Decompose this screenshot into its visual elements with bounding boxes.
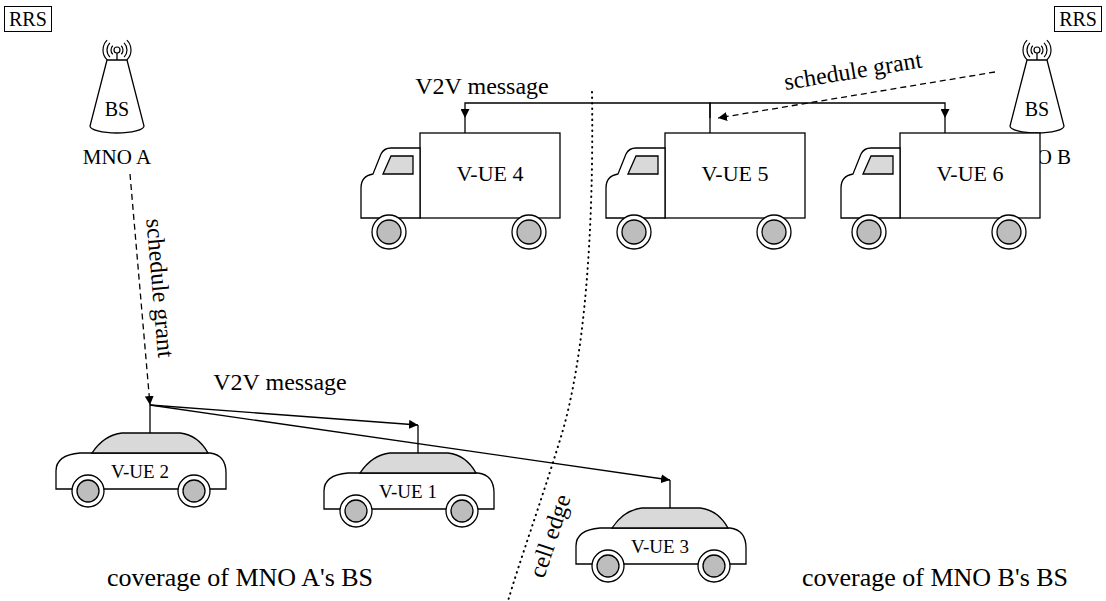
vehicle-car-shape bbox=[50, 405, 230, 513]
radio-wave bbox=[124, 43, 127, 57]
wheel bbox=[617, 215, 651, 249]
vehicle-car: V-UE 2 bbox=[50, 405, 230, 513]
message-arrow bbox=[465, 103, 710, 118]
wheel bbox=[592, 550, 624, 582]
radio-wave bbox=[111, 46, 113, 54]
radio-wave bbox=[1031, 46, 1033, 54]
wheel bbox=[757, 215, 791, 249]
edge-label: schedule grant bbox=[782, 47, 924, 96]
truck-window bbox=[628, 156, 658, 174]
radio-wave bbox=[1047, 40, 1051, 60]
wheel bbox=[992, 215, 1026, 249]
message-arrow bbox=[150, 405, 418, 425]
vehicle-label: V-UE 5 bbox=[701, 162, 768, 186]
wheel-hub bbox=[703, 555, 725, 577]
radio-wave bbox=[121, 46, 123, 54]
truck-cab bbox=[361, 148, 420, 218]
wheel-hub bbox=[345, 500, 367, 522]
boundary-label: cell edge bbox=[524, 491, 576, 581]
message-arrow bbox=[710, 103, 945, 118]
vehicle-label: V-UE 6 bbox=[936, 162, 1003, 186]
truck-box bbox=[665, 133, 805, 218]
antenna bbox=[149, 405, 150, 435]
radio-wave bbox=[127, 40, 131, 60]
vehicle-label: V-UE 3 bbox=[631, 537, 689, 558]
truck-box bbox=[900, 133, 1040, 218]
vehicle-label: V-UE 1 bbox=[379, 482, 437, 503]
vehicle-car-shape bbox=[318, 425, 498, 533]
antenna bbox=[944, 118, 945, 133]
wheel-hub bbox=[622, 220, 646, 244]
wheel-hub bbox=[77, 480, 99, 502]
wheel bbox=[512, 215, 546, 249]
rrs-box: RRS bbox=[1054, 6, 1102, 32]
vehicle-car: V-UE 3 bbox=[570, 480, 750, 588]
radio-wave bbox=[1023, 40, 1027, 60]
antenna-mast bbox=[1036, 53, 1037, 60]
wheel bbox=[72, 475, 104, 507]
truck-cab bbox=[841, 148, 900, 218]
vehicle-label: V-UE 2 bbox=[111, 462, 169, 483]
wheel bbox=[340, 495, 372, 527]
wheel-hub bbox=[377, 220, 401, 244]
message-arrow bbox=[150, 405, 670, 480]
antenna bbox=[709, 118, 710, 133]
radio-wave bbox=[1041, 46, 1043, 54]
wheel-hub bbox=[762, 220, 786, 244]
operator-label: MNO A bbox=[83, 146, 151, 169]
truck-box bbox=[420, 133, 560, 218]
antenna bbox=[464, 118, 465, 133]
antenna bbox=[669, 480, 670, 510]
wheel-hub bbox=[451, 500, 473, 522]
radio-wave bbox=[1044, 43, 1047, 57]
vehicle-truck: V-UE 6 bbox=[835, 118, 1045, 254]
truck-window bbox=[383, 156, 413, 174]
antenna-mast bbox=[116, 53, 117, 60]
wheel bbox=[852, 215, 886, 249]
wheel bbox=[446, 495, 478, 527]
truck-cab bbox=[606, 148, 665, 218]
coverage-label: coverage of MNO B's BS bbox=[802, 564, 1068, 593]
vehicle-label: V-UE 4 bbox=[456, 162, 523, 186]
vehicle-car: V-UE 1 bbox=[318, 425, 498, 533]
edge-label: V2V message bbox=[415, 73, 549, 99]
tower-body bbox=[90, 60, 144, 133]
antenna bbox=[417, 425, 418, 455]
wheel bbox=[178, 475, 210, 507]
rrs-label: RRS bbox=[1059, 8, 1097, 30]
wheel bbox=[698, 550, 730, 582]
wheel bbox=[372, 215, 406, 249]
car-roof bbox=[360, 453, 476, 473]
coverage-label: coverage of MNO A's BS bbox=[107, 564, 373, 593]
car-roof bbox=[612, 508, 728, 528]
edge-label: schedule grant bbox=[141, 217, 179, 358]
antenna-tip bbox=[114, 47, 120, 53]
vehicle-car-shape bbox=[570, 480, 750, 588]
car-roof bbox=[92, 433, 208, 453]
rrs-label: RRS bbox=[9, 8, 47, 30]
base-station: BS MNO A bbox=[75, 38, 159, 174]
vehicle-truck: V-UE 4 bbox=[355, 118, 565, 254]
rrs-box: RRS bbox=[4, 6, 52, 32]
antenna-tip bbox=[1034, 47, 1040, 53]
bs-label: BS bbox=[1025, 98, 1049, 120]
vehicle-truck: V-UE 5 bbox=[600, 118, 810, 254]
wheel-hub bbox=[597, 555, 619, 577]
wheel-hub bbox=[183, 480, 205, 502]
truck-window bbox=[863, 156, 893, 174]
wheel-hub bbox=[997, 220, 1021, 244]
wheel-hub bbox=[517, 220, 541, 244]
radio-wave bbox=[103, 40, 107, 60]
edge-label: V2V message bbox=[213, 369, 347, 395]
tower-body bbox=[1010, 60, 1064, 133]
wheel-hub bbox=[857, 220, 881, 244]
bs-label: BS bbox=[105, 98, 129, 120]
